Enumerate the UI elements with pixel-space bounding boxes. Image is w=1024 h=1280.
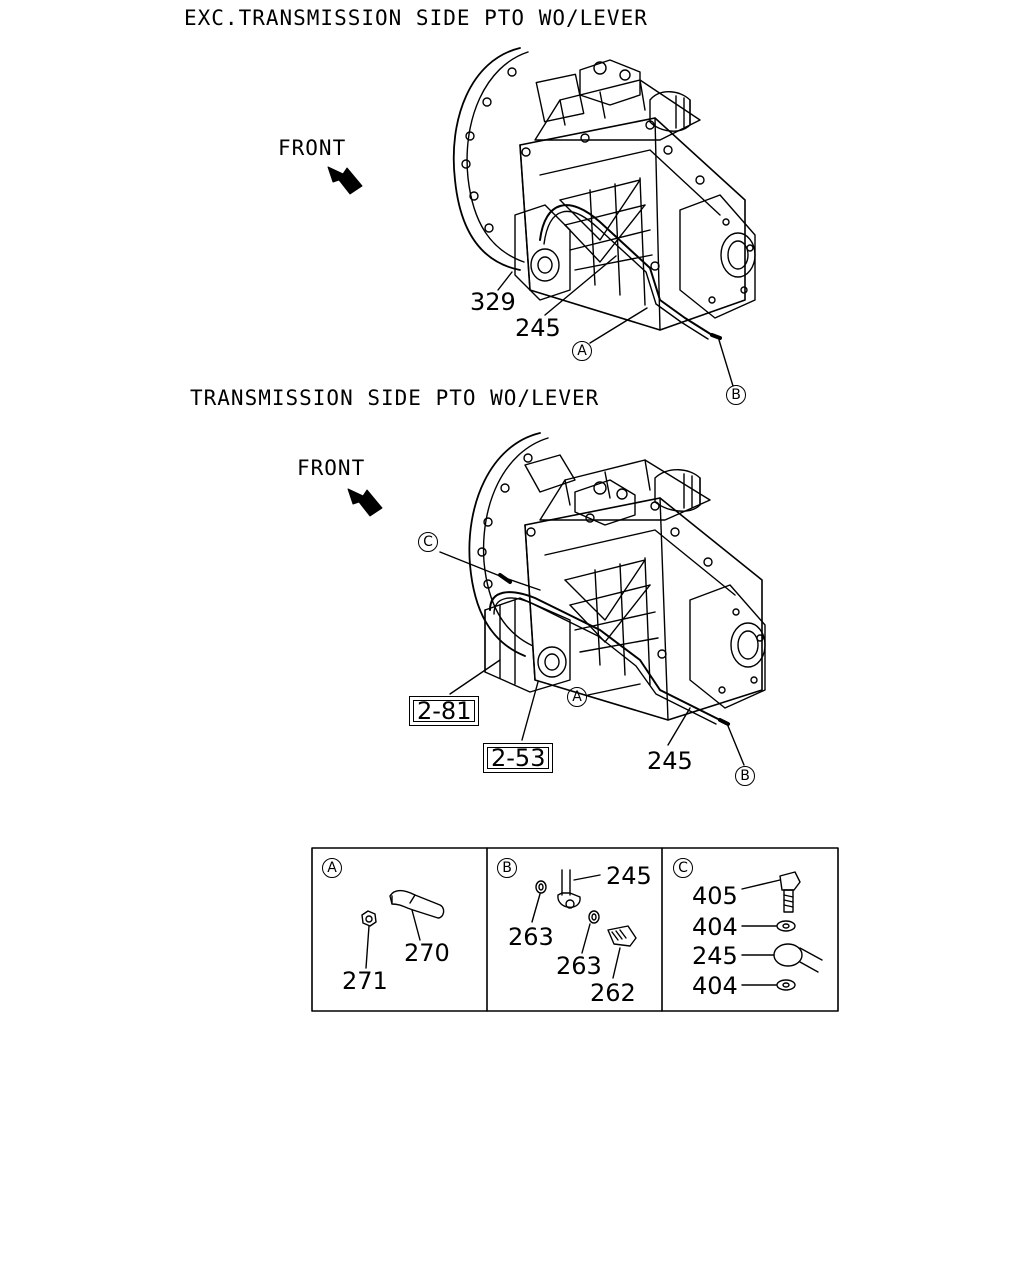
section-title-top: EXC.TRANSMISSION SIDE PTO WO/LEVER: [184, 6, 648, 30]
front-label-top: FRONT: [278, 136, 347, 160]
leaders-top: [497, 255, 734, 387]
detail-c-404-bottom: 404: [692, 972, 738, 1000]
detail-c-245: 245: [692, 942, 738, 970]
marker-a-bottom: A: [567, 687, 587, 707]
detail-panel-frame: [311, 847, 839, 1012]
detail-b-262: 262: [590, 979, 636, 1007]
detail-b-parts: [531, 869, 637, 979]
section-title-bottom: TRANSMISSION SIDE PTO WO/LEVER: [190, 386, 600, 410]
detail-b-263-right: 263: [556, 952, 602, 980]
detail-b-263-left: 263: [508, 923, 554, 951]
detail-marker-b: B: [497, 858, 517, 878]
front-arrow-top: [327, 166, 363, 195]
front-label-bottom: FRONT: [297, 456, 366, 480]
marker-b-top: B: [726, 385, 746, 405]
detail-a-270: 270: [404, 939, 450, 967]
marker-a-top: A: [572, 341, 592, 361]
callout-245-top: 245: [515, 314, 561, 342]
detail-marker-c: C: [673, 858, 693, 878]
marker-c-bottom: C: [418, 532, 438, 552]
front-arrow-bottom: [347, 488, 383, 517]
marker-b-bottom: B: [735, 766, 755, 786]
callout-245-bottom: 245: [647, 747, 693, 775]
callout-329: 329: [470, 288, 516, 316]
detail-marker-a: A: [322, 858, 342, 878]
ref-box-2-53[interactable]: 2-53: [483, 743, 554, 773]
detail-a-271: 271: [342, 967, 388, 995]
transmission-drawing-top: [452, 47, 756, 340]
ref-box-2-81[interactable]: 2-81: [409, 696, 480, 726]
detail-c-parts: [741, 871, 823, 991]
detail-c-404-top: 404: [692, 913, 738, 941]
transmission-drawing-bottom: [439, 432, 766, 726]
detail-c-405: 405: [692, 882, 738, 910]
leaders-bottom: [449, 659, 745, 766]
detail-b-245: 245: [606, 862, 652, 890]
detail-a-parts: [361, 889, 445, 969]
